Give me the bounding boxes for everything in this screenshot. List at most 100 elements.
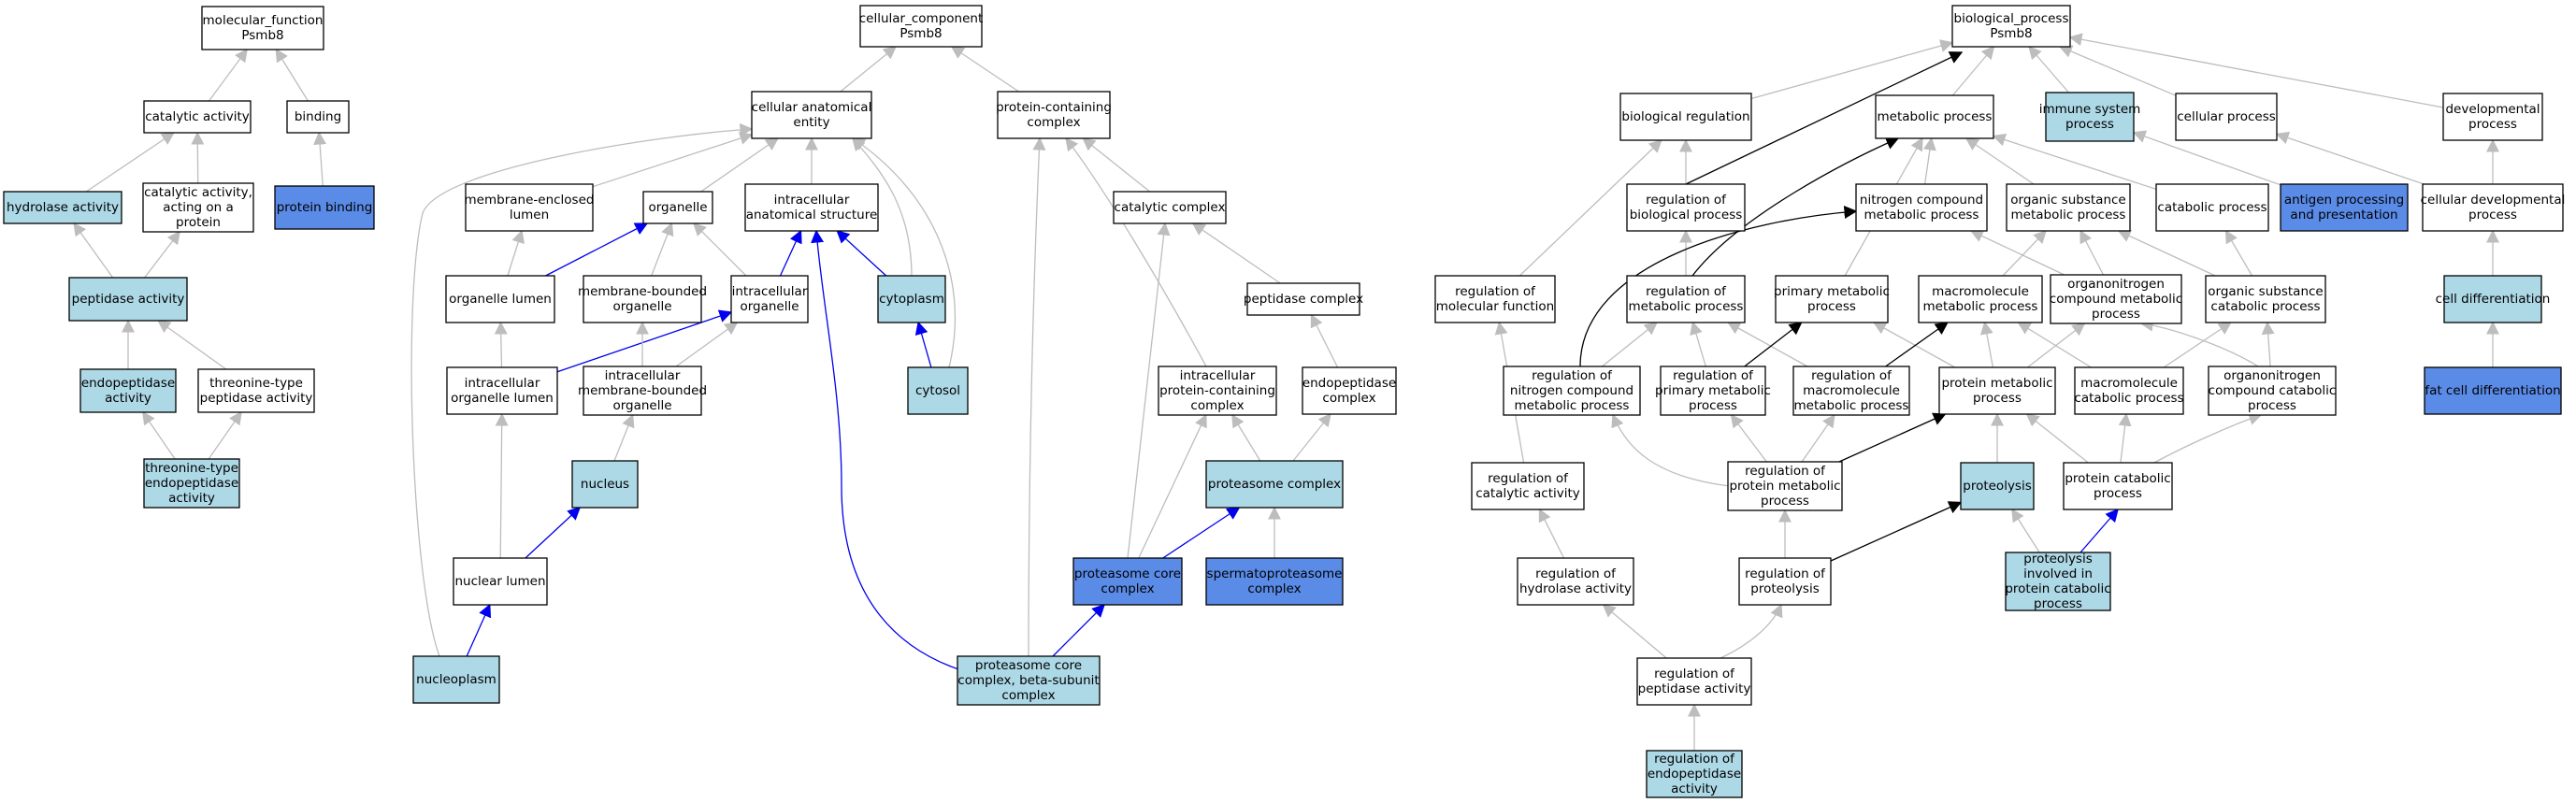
go-term-label: peptidase activity xyxy=(72,292,185,307)
edge-reg_nitrogen-to-reg_met xyxy=(1601,322,1658,367)
go-term-box xyxy=(2155,183,2269,232)
go-term-label: regulation of xyxy=(1455,284,1536,299)
go-term-label: organelle lumen xyxy=(451,391,554,406)
edge-thr_peptidase-to-peptidase xyxy=(157,320,227,370)
go-term-label: catalytic activity xyxy=(1475,486,1580,501)
edge-immune-to-bp xyxy=(2028,45,2069,93)
go-term-cell-diff: cell differentiation xyxy=(2436,275,2550,323)
go-term-box xyxy=(583,275,702,323)
go-term-box xyxy=(1205,460,1344,509)
go-term-box xyxy=(2443,275,2542,323)
go-term-label: peptidase activity xyxy=(200,391,313,406)
edge-organonitrogen_cat-to-organonitrogen_met xyxy=(2139,318,2259,367)
go-term-label: organelle xyxy=(740,299,799,314)
edge-reg_peptidase-to-reg_proteolysis xyxy=(1720,603,1783,659)
go-term-label: regulation of xyxy=(1646,193,1727,208)
go-term-proteasome-complex: proteasome complex xyxy=(1205,460,1344,509)
go-term-box xyxy=(997,91,1111,139)
go-term-box xyxy=(1626,183,1746,232)
go-term-cytoplasm: cytoplasm xyxy=(877,275,946,323)
go-term-label: protein metabolic xyxy=(1729,479,1840,494)
go-term-label: organelle xyxy=(648,200,707,215)
edge-proteolysis_pc-to-proteolysis xyxy=(2011,508,2040,553)
edge-reg_macro-to-reg_met xyxy=(1726,322,1808,367)
edge-org_lumen-to-organelle xyxy=(545,222,649,277)
go-term-label: macromolecule xyxy=(2080,376,2178,391)
go-term-label: molecular function xyxy=(1436,299,1554,314)
go-term-label: regulation of xyxy=(1745,464,1826,479)
edge-proteasome_core-to-ipcc xyxy=(1138,413,1207,559)
go-term-box xyxy=(1636,657,1752,706)
edge-hydrolase-to-catalytic xyxy=(85,132,175,193)
go-term-nucleus: nucleus xyxy=(571,460,639,509)
go-term-label: organic substance xyxy=(2208,284,2323,299)
go-term-proteolysis: proteolysis xyxy=(1960,462,2035,510)
go-term-box xyxy=(2006,183,2131,232)
go-term-label: complex xyxy=(1247,581,1301,596)
go-term-label: complex xyxy=(1001,688,1055,703)
go-term-box xyxy=(642,191,713,224)
go-term-label: catabolic process xyxy=(2210,299,2320,314)
go-term-box xyxy=(2205,275,2326,323)
go-term-box xyxy=(730,275,809,323)
go-term-label: intracellular xyxy=(732,284,808,299)
edge-cae-to-cc xyxy=(840,46,897,93)
go-term-label: proteasome complex xyxy=(1208,477,1341,492)
edge-reg_met-to-metabolic xyxy=(1691,136,1900,277)
go-term-label: protein-containing xyxy=(996,100,1112,115)
go-term-label: catalytic activity xyxy=(145,109,250,124)
go-term-box xyxy=(1960,462,2035,510)
edge-developmental-to-bp xyxy=(2068,33,2444,108)
go-term-label: involved in xyxy=(2023,566,2093,581)
go-term-label: nitrogen compound xyxy=(1860,193,1983,208)
go-term-label: catalytic complex xyxy=(1115,200,1226,215)
edge-cytosol-to-cae xyxy=(851,137,957,368)
edge-reg_protein_met-to-reg_primary xyxy=(1730,413,1767,463)
go-term-label: peptidase activity xyxy=(1638,681,1751,696)
go-term-label: hydrolase activity xyxy=(7,200,119,215)
edge-macro_cat-to-macromol_met xyxy=(2017,322,2092,368)
go-term-box xyxy=(877,275,946,323)
go-term-box xyxy=(1792,366,1910,416)
go-term-label: macromolecule xyxy=(1803,383,1900,398)
go-term-box xyxy=(1471,462,1585,510)
edge-protein_cat-to-protein_met xyxy=(2025,413,2089,464)
go-term-catabolic: catabolic process xyxy=(2155,183,2269,232)
go-term-label: activity xyxy=(168,491,215,506)
go-term-label: protein catabolic xyxy=(2065,471,2170,486)
go-term-box xyxy=(957,655,1101,706)
go-term-label: proteolysis xyxy=(1963,479,2032,494)
edge-reg_proteolysis-to-proteolysis xyxy=(1830,501,1963,562)
go-term-label: protein metabolic xyxy=(1941,376,2052,391)
go-term-label: metabolic process xyxy=(1878,109,1993,124)
go-term-box xyxy=(453,557,548,606)
go-term-box xyxy=(1855,183,1988,232)
go-term-label: Psmb8 xyxy=(899,26,942,41)
go-term-box xyxy=(2280,183,2409,232)
go-term-label: anatomical structure xyxy=(746,208,878,222)
go-term-label: cellular_component xyxy=(859,11,983,26)
go-term-box xyxy=(465,183,594,232)
go-term-box xyxy=(1434,275,1556,323)
go-term-box xyxy=(859,5,983,48)
go-term-label: regulation of xyxy=(1488,471,1569,486)
go-term-metabolic: metabolic process xyxy=(1875,94,1994,139)
go-term-label: endopeptidase xyxy=(81,376,175,391)
go-term-box xyxy=(1113,191,1227,224)
go-term-label: endopeptidase xyxy=(1302,376,1396,391)
edge-reg_bio-to-bp xyxy=(1685,51,1964,185)
go-term-label: proteolysis xyxy=(2023,552,2093,566)
edge-protein_cat-to-macro_cat xyxy=(2118,412,2132,464)
